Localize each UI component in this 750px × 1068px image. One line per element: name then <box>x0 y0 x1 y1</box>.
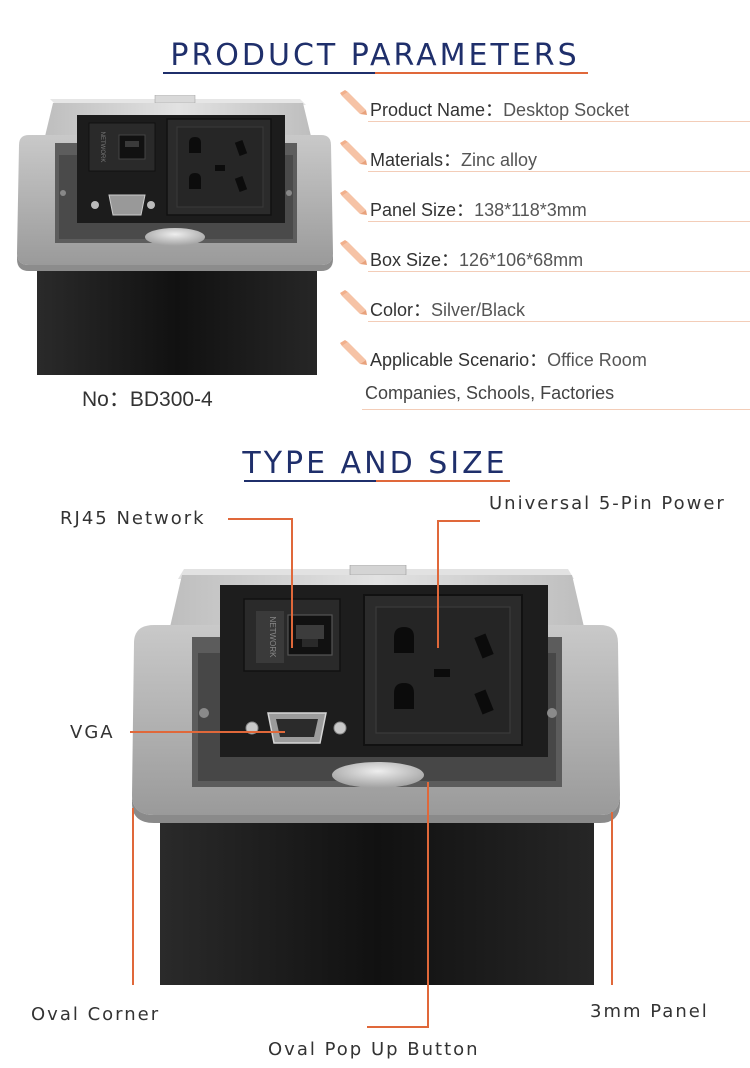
callout-oval-button: Oval Pop Up Button <box>268 1039 480 1060</box>
pencil-icon <box>340 190 367 215</box>
title-underline-accent <box>375 72 588 74</box>
param-label: Box Size： <box>370 250 460 270</box>
param-value: Zinc alloy <box>461 150 538 170</box>
network-panel-text: NETWORK <box>268 617 277 659</box>
product-image-small: NETWORK <box>17 95 333 375</box>
callout-vga: VGA <box>70 722 115 743</box>
param-panel-size: Panel Size：138*118*3mm <box>338 190 750 222</box>
param-scenario: Applicable Scenario：Office Room <box>338 340 750 370</box>
scenario-extra: Companies, Schools, Factories <box>365 383 615 403</box>
param-underline <box>368 271 750 272</box>
param-value: Desktop Socket <box>503 100 630 120</box>
param-product-name: Product Name：Desktop Socket <box>338 90 750 122</box>
param-value: Silver/Black <box>431 300 526 320</box>
param-label: Materials： <box>370 150 462 170</box>
param-label: Product Name： <box>370 100 504 120</box>
param-value: 138*118*3mm <box>474 200 587 220</box>
callout-oval-corner: Oval Corner <box>31 1004 161 1025</box>
pencil-icon <box>340 240 367 265</box>
product-parameters-title: PRODUCT PARAMETERS <box>170 38 580 73</box>
param-underline <box>368 171 750 172</box>
pencil-icon <box>340 140 367 165</box>
pencil-icon <box>340 340 367 365</box>
pencil-icon <box>340 290 367 315</box>
param-label: Panel Size： <box>370 200 475 220</box>
model-number: No：BD300-4 <box>82 388 213 411</box>
param-label: Color： <box>370 300 432 320</box>
param-underline <box>368 321 750 322</box>
title-underline-accent <box>376 480 510 482</box>
title-underline <box>244 480 376 482</box>
svg-text:NETWORK: NETWORK <box>99 132 105 163</box>
param-value: Office Room <box>547 350 647 370</box>
param-label: Applicable Scenario： <box>370 350 548 370</box>
callout-rj45: RJ45 Network <box>60 508 206 529</box>
param-value: 126*106*68mm <box>459 250 584 270</box>
callout-3mm-panel: 3mm Panel <box>590 1001 709 1022</box>
pencil-icon <box>340 90 367 115</box>
param-box-size: Box Size：126*106*68mm <box>338 240 750 272</box>
callout-power: Universal 5-Pin Power <box>489 493 726 514</box>
title-underline <box>163 72 375 74</box>
type-size-title: TYPE AND SIZE <box>242 446 508 481</box>
param-underline <box>362 409 750 410</box>
param-color: Color：Silver/Black <box>338 290 750 322</box>
product-image-large: NETWORK <box>132 565 620 985</box>
param-underline <box>368 221 750 222</box>
param-underline <box>368 121 750 122</box>
param-materials: Materials：Zinc alloy <box>338 140 750 172</box>
